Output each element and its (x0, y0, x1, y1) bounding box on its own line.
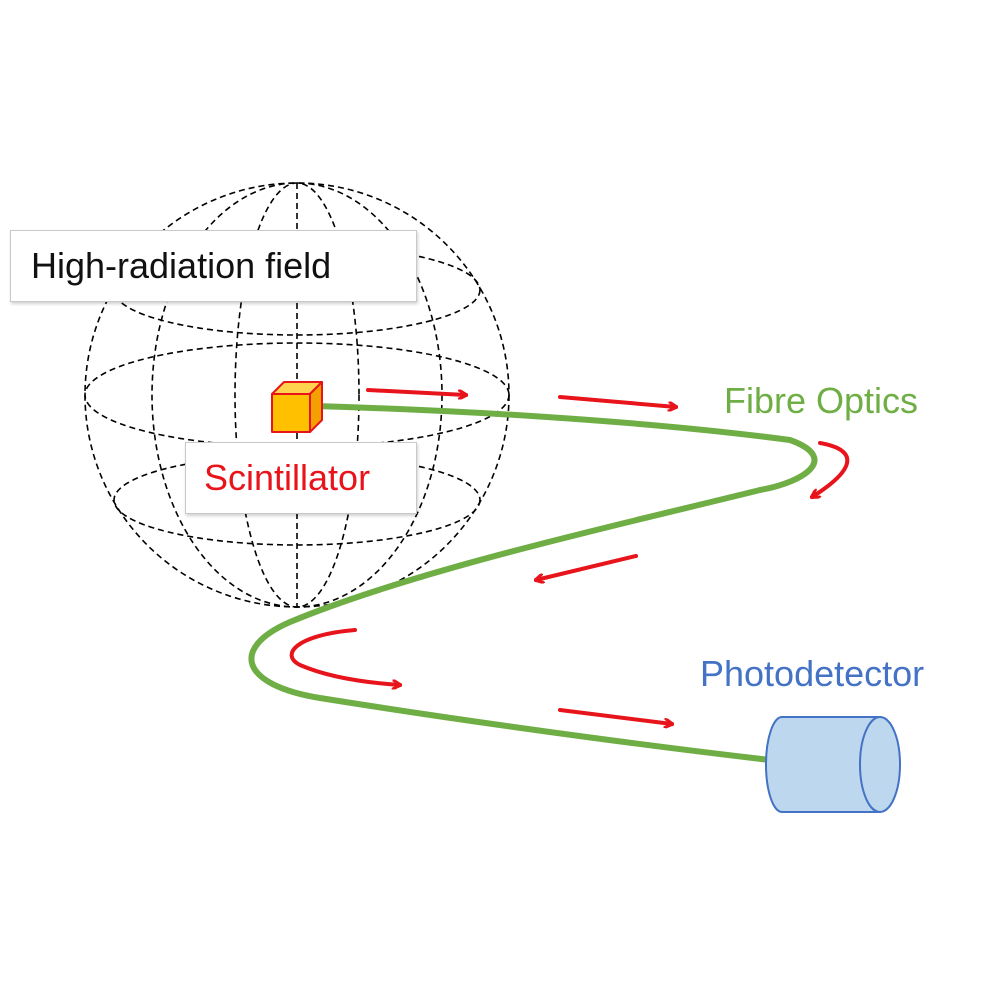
photodetector-body (765, 716, 881, 813)
arrow-icon (558, 708, 672, 724)
scintillator-label-text: Scintillator (204, 457, 371, 498)
radiation-field-label-text: High-radiation field (31, 245, 332, 286)
arrow-icon (812, 441, 850, 497)
arrow-icon (558, 395, 676, 407)
photodetector-label: Photodetector (700, 653, 925, 694)
arrow-icon (289, 628, 400, 685)
radiation-field-label: High-radiation field (10, 230, 417, 302)
light-arrows (289, 388, 850, 724)
cube-icon (271, 381, 323, 433)
cylinder-icon (765, 716, 901, 813)
scintillator-cube-front (271, 393, 311, 433)
fibre-optics-label: Fibre Optics (724, 380, 919, 421)
arrow-icon (366, 388, 466, 395)
fibre-optic-cable (248, 403, 818, 763)
arrow-icon (536, 554, 638, 580)
photodetector-face (859, 716, 901, 813)
scintillator-label: Scintillator (185, 442, 417, 514)
